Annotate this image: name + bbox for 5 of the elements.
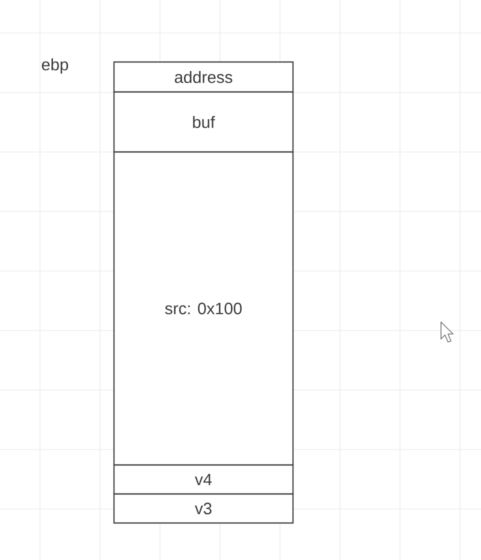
- stack-cell: buf: [113, 91, 294, 153]
- register-label: ebp: [42, 58, 68, 74]
- stack-cell: address: [113, 61, 294, 93]
- stack-cell: v4: [113, 464, 294, 495]
- stack-cell: v3: [113, 493, 294, 524]
